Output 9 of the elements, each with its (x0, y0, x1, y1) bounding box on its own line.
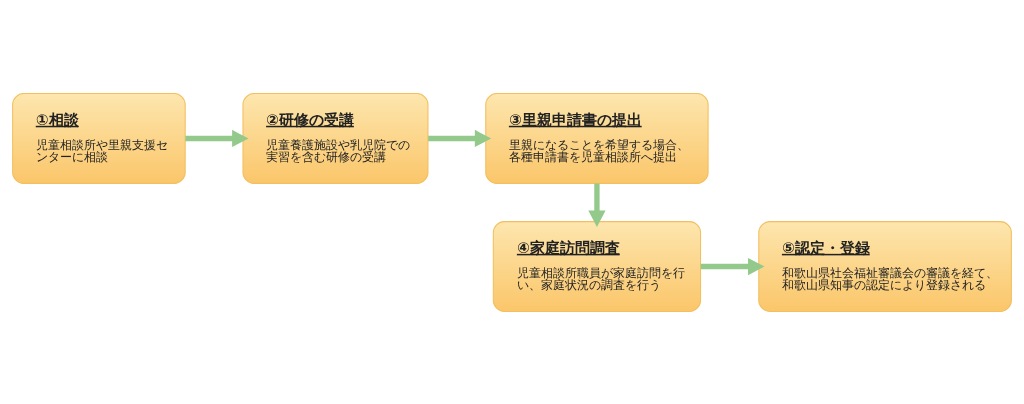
node-box: ④家庭訪問調査 児童相談所職員が家庭訪問を行い、家庭状況の調査を行う (492, 220, 702, 312)
node-box: ②研修の受講 児童養護施設や乳児院での実習を含む研修の受講 (242, 92, 429, 184)
node-box: ③里親申請書の提出 里親になることを希望する場合、各種申請書を児童相談所へ提出 (485, 92, 709, 184)
node-box: ⑤認定・登録 和歌山県社会福祉審議会の審議を経て、和歌山県知事の認定により登録される (758, 220, 1012, 312)
arrow (700, 257, 765, 275)
arrow (588, 183, 606, 227)
arrow (185, 129, 249, 147)
node-box: ①相談 児童相談所や里親支援センターに相談 (12, 92, 186, 184)
arrow (428, 129, 492, 147)
